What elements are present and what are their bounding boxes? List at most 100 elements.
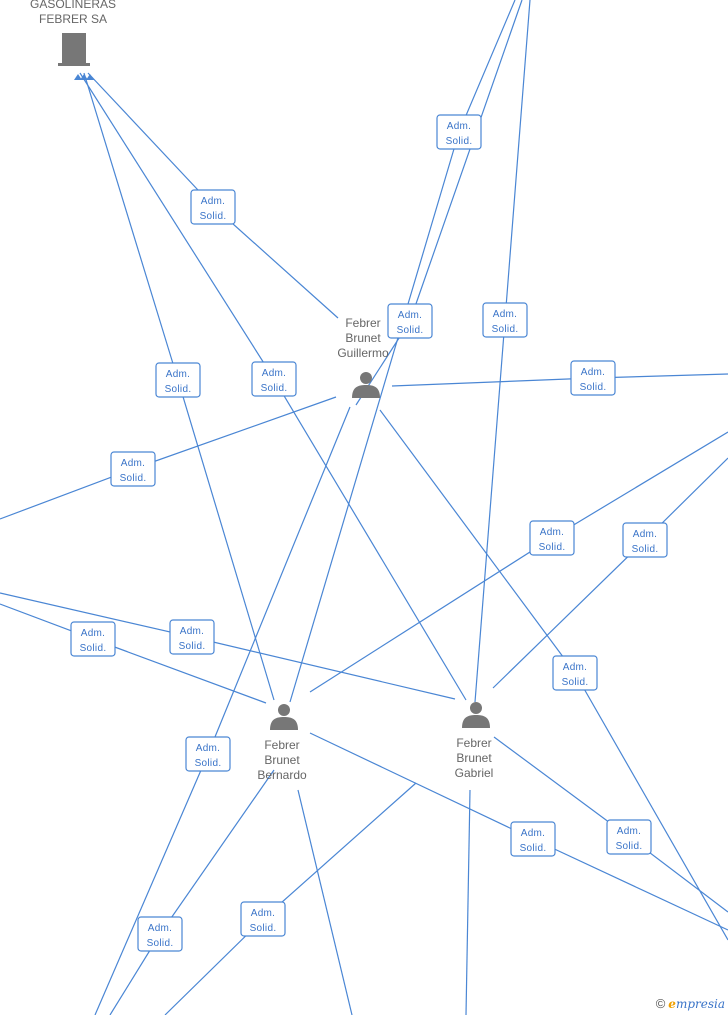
relation-badge-line2: Solid. <box>539 542 566 553</box>
relation-badge-line2: Solid. <box>492 324 519 335</box>
relation-badge-line1: Adm. <box>540 527 565 538</box>
connection-line <box>132 396 337 470</box>
connection-line <box>87 72 214 207</box>
person-bernardo-line2: Brunet <box>264 753 300 767</box>
connection-line <box>504 0 531 321</box>
connection-line <box>297 789 353 1015</box>
relation-badge[interactable]: Adm. Solid. <box>552 655 598 691</box>
relation-badge-line1: Adm. <box>563 662 588 673</box>
arrowhead <box>86 74 94 80</box>
brand-logo-text: mpresia <box>675 996 725 1011</box>
connection-line <box>493 736 630 838</box>
relation-badge[interactable]: Adm. Solid. <box>606 819 652 855</box>
connection-line <box>94 753 209 1015</box>
relation-badge[interactable]: Adm.Solid. <box>70 621 116 657</box>
connection-line <box>191 636 456 700</box>
connection-line <box>474 319 506 703</box>
relation-badge[interactable]: Adm. Solid. <box>169 619 215 655</box>
relation-badge[interactable]: Adm. Solid. <box>529 520 575 556</box>
connection-line <box>391 377 594 387</box>
relation-badge[interactable]: Adm.Solid. <box>137 916 183 952</box>
connection-line <box>379 409 576 674</box>
relation-badge-line2: Solid. <box>120 473 147 484</box>
connection-line <box>273 378 467 701</box>
connection-line <box>309 537 553 693</box>
brand-logo-e: e <box>668 996 676 1011</box>
relation-badge-line2: Solid. <box>562 677 589 688</box>
relation-badge-line1: Adm. <box>166 369 191 380</box>
relation-badge-line2: Solid. <box>580 382 607 393</box>
brand-logo[interactable]: empresia <box>668 997 725 1011</box>
relation-badge-line1: Adm. <box>121 458 146 469</box>
person-icon <box>462 702 490 728</box>
relation-badge[interactable]: Adm. Solid. <box>570 360 616 396</box>
relation-badge-line2: Solid. <box>446 136 473 147</box>
person-gabriel-line2: Brunet <box>456 751 492 765</box>
relation-badge-line1: Adm. <box>633 529 658 540</box>
connection-line <box>465 789 471 1015</box>
relation-badge-line2: Solid. <box>195 758 222 769</box>
building-icon <box>58 33 90 66</box>
relation-badge-line2: Solid. <box>632 544 659 555</box>
person-guillermo-line2: Brunet <box>345 331 381 345</box>
relation-badge[interactable]: Adm. Solid. <box>436 114 482 150</box>
relation-badge-line1: Adm. <box>447 121 472 132</box>
relation-badge-line2: Solid. <box>165 384 192 395</box>
connection-line <box>574 672 728 941</box>
relation-badge-line1: Adm. <box>196 743 221 754</box>
person-guillermo-line3: Guillermo <box>337 346 389 360</box>
person-bernardo-line3: Bernardo <box>257 768 307 782</box>
relation-badge[interactable]: Adm. Solid. <box>482 302 528 338</box>
person-bernardo-line1: Febrer <box>264 738 299 752</box>
relation-badge[interactable]: Adm. Solid. <box>110 451 156 487</box>
relation-badge[interactable]: Adm. Solid. <box>240 901 286 937</box>
relation-badge-line1: Adm. <box>251 908 276 919</box>
relation-badge[interactable]: Adm. Solid. <box>510 821 556 857</box>
person-icon <box>270 704 298 730</box>
relation-badge[interactable]: Adm.Solid. <box>387 303 433 339</box>
person-node-guillermo[interactable]: Febrer Brunet Guillermo <box>337 316 389 398</box>
relation-badge-line1: Adm. <box>180 626 205 637</box>
person-gabriel-line3: Gabriel <box>455 766 494 780</box>
relation-badge-line2: Solid. <box>179 641 206 652</box>
connection-line <box>289 131 460 703</box>
person-guillermo-line1: Febrer <box>345 316 380 330</box>
connection-line <box>79 72 275 380</box>
connection-line <box>177 379 275 701</box>
connection-line <box>551 431 728 539</box>
connection-line <box>207 406 351 755</box>
relation-badge-line2: Solid. <box>520 843 547 854</box>
relation-badge[interactable]: Adm. Solid. <box>185 736 231 772</box>
relation-badge-line1: Adm. <box>521 828 546 839</box>
person-node-bernardo[interactable]: Febrer Brunet Bernardo <box>257 704 307 782</box>
relation-badge-line1: Adm. <box>493 309 518 320</box>
relation-badge[interactable]: Adm. Solid. <box>622 522 668 558</box>
relation-badge-line2: Solid. <box>261 383 288 394</box>
copyright-symbol: © <box>655 996 666 1011</box>
relation-boxes-layer: Adm. Solid. Adm. Solid. Adm. Solid. Adm. Solid.… <box>70 114 668 952</box>
relation-badge-line1: Adm. <box>201 196 226 207</box>
company-name-line1: GASOLINERAS <box>30 0 116 11</box>
arrowhead <box>80 74 88 80</box>
relation-badge-line2: Solid. <box>616 841 643 852</box>
person-node-gabriel[interactable]: Febrer Brunet Gabriel <box>455 702 494 780</box>
relation-badge-line1: Adm. <box>581 367 606 378</box>
relation-badge[interactable]: Adm. Solid. <box>155 362 201 398</box>
connection-line <box>159 769 275 935</box>
connection-line <box>492 539 646 689</box>
brand-footer: © empresia <box>656 996 725 1011</box>
connection-line <box>0 592 193 638</box>
relation-badge-line2: Solid. <box>200 211 227 222</box>
relation-badge[interactable]: Adm.Solid. <box>251 361 297 397</box>
connection-line <box>458 0 516 133</box>
relation-badge-line1: Adm. <box>81 628 106 639</box>
company-node[interactable]: GASOLINERAS FEBRER SA <box>30 0 116 66</box>
connection-line <box>309 732 534 840</box>
relation-badge-line1: Adm. <box>617 826 642 837</box>
connection-line <box>409 0 523 322</box>
arrowhead <box>74 74 82 80</box>
company-name-line2: FEBRER SA <box>39 12 107 26</box>
relation-badge[interactable]: Adm. Solid. <box>190 189 236 225</box>
relation-badge-line2: Solid. <box>250 923 277 934</box>
